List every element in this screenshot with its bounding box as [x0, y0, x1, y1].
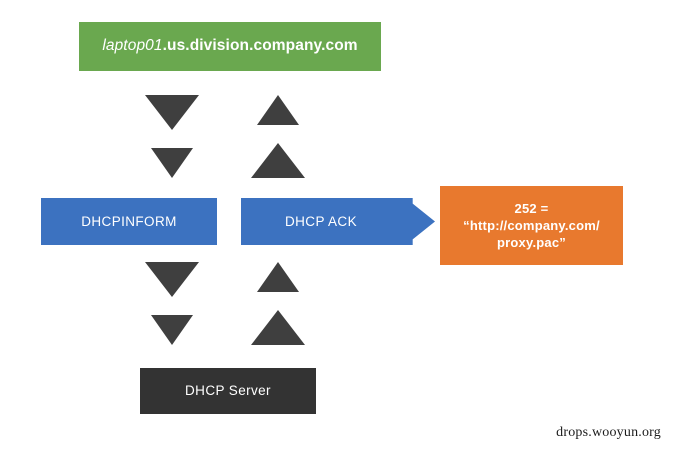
- client-hostname: laptop01: [102, 37, 163, 55]
- watermark: drops.wooyun.org: [556, 425, 661, 440]
- triangle-up-icon: [251, 310, 305, 345]
- dhcpinform-box: DHCPINFORM: [41, 198, 217, 245]
- dhcp-server-label: DHCP Server: [185, 383, 271, 399]
- triangle-up-icon: [251, 143, 305, 178]
- option-252-code: 252 =: [514, 200, 549, 216]
- triangle-down-icon: [151, 148, 193, 178]
- client-domain: .us.division.company.com: [162, 37, 358, 55]
- triangle-up-icon: [257, 262, 299, 292]
- dhcp-ack-label: DHCP ACK: [285, 214, 357, 229]
- triangle-down-icon: [151, 315, 193, 345]
- triangle-down-icon: [145, 262, 199, 297]
- option-252-url-line2: proxy.pac”: [497, 235, 566, 251]
- option-252-url-line1: “http://company.com/: [463, 217, 600, 233]
- triangle-up-icon: [257, 95, 299, 125]
- client-host-label: laptop01.us.division.company.com: [102, 36, 357, 56]
- triangle-down-icon: [145, 95, 199, 130]
- dhcp-ack-arrow-box: DHCP ACK: [241, 198, 435, 245]
- dhcp-option-252-box: 252 = “http://company.com/ proxy.pac”: [440, 186, 623, 265]
- dhcpinform-label: DHCPINFORM: [81, 213, 177, 229]
- dhcp-server-box: DHCP Server: [140, 368, 316, 414]
- client-host-box: laptop01.us.division.company.com: [79, 22, 381, 71]
